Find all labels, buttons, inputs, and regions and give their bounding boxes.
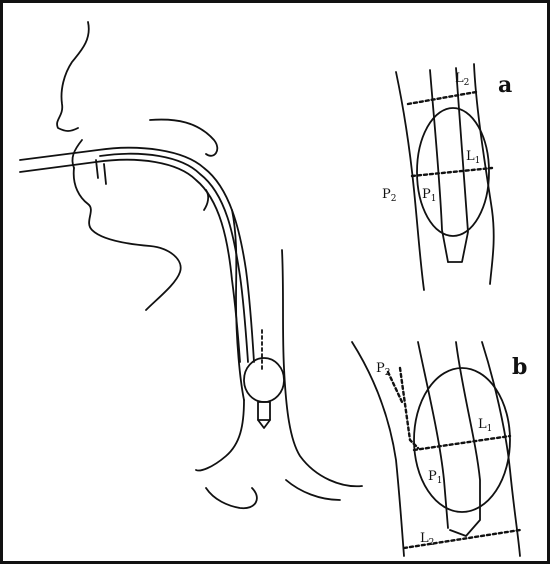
tube-tip-end (258, 420, 270, 428)
head-neck-profile (20, 22, 362, 508)
panel-b-balloon (414, 368, 510, 512)
panel-b-line-l1 (414, 436, 510, 450)
neck-lower-outline (196, 400, 244, 470)
anatomy-diagram: a L2 L1 P2 P1 b P2 L1 P1 L2 (3, 3, 547, 561)
panel-b-label-p1: P1 (428, 469, 442, 486)
panel-b-label-p2: P2 (376, 361, 390, 378)
collar-curve (286, 480, 340, 500)
chin-outline (74, 168, 181, 310)
panel-b-label-l2: L2 (420, 531, 434, 548)
panel-a-letter: a (498, 72, 512, 98)
tube-tip (258, 402, 270, 420)
tube-outer-upper (20, 148, 254, 362)
panel-a: a L2 L1 P2 P1 (382, 64, 512, 290)
panel-a-line-l1 (412, 168, 492, 176)
panel-b-scope-left (418, 342, 448, 528)
panel-a-label-l2: L2 (455, 71, 469, 88)
throat-curve (206, 488, 257, 508)
tube-inner-line (100, 154, 248, 362)
panel-b: b P2 L1 P1 L2 (352, 342, 527, 556)
mouth-mark-2 (104, 164, 106, 184)
panel-b-line-p2 (400, 368, 418, 448)
panel-b-label-l1: L1 (478, 417, 492, 434)
panel-a-label-l1: L1 (466, 149, 480, 166)
face-outline (57, 22, 89, 131)
neck-back-outline (282, 250, 362, 486)
panel-a-wall-right (474, 64, 494, 284)
panel-b-letter: b (512, 354, 527, 380)
panel-a-label-p1: P1 (422, 187, 436, 204)
balloon (244, 358, 284, 402)
panel-a-label-p2: P2 (382, 187, 396, 204)
panel-a-line-l2 (408, 92, 476, 104)
